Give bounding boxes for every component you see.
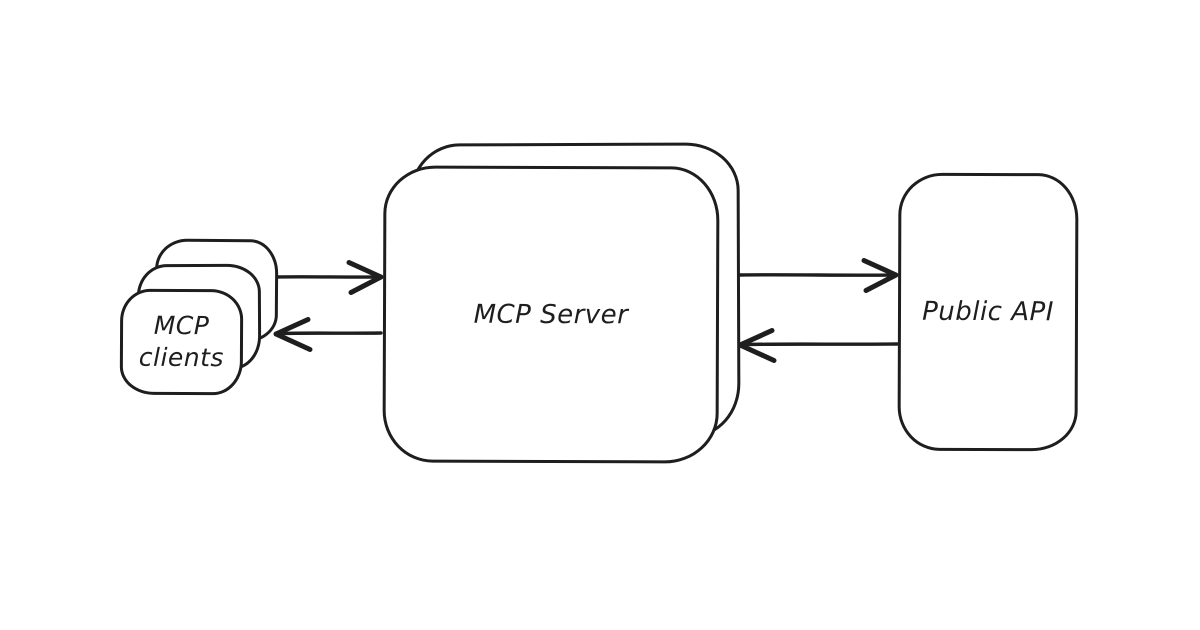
arrow-server-to-clients (273, 317, 383, 352)
mcp-clients-label: MCP clients (138, 310, 225, 373)
arrow-server-to-api (738, 258, 899, 293)
arrow-api-to-server (737, 328, 899, 363)
arrow-clients-to-server (274, 260, 384, 295)
public-api-node: Public API (897, 172, 1079, 452)
mcp-server-label: MCP Server (473, 299, 629, 330)
mcp-server-node: MCP Server (382, 165, 720, 464)
public-api-label: Public API (922, 296, 1054, 328)
mcp-clients-node: MCP clients (119, 288, 244, 396)
